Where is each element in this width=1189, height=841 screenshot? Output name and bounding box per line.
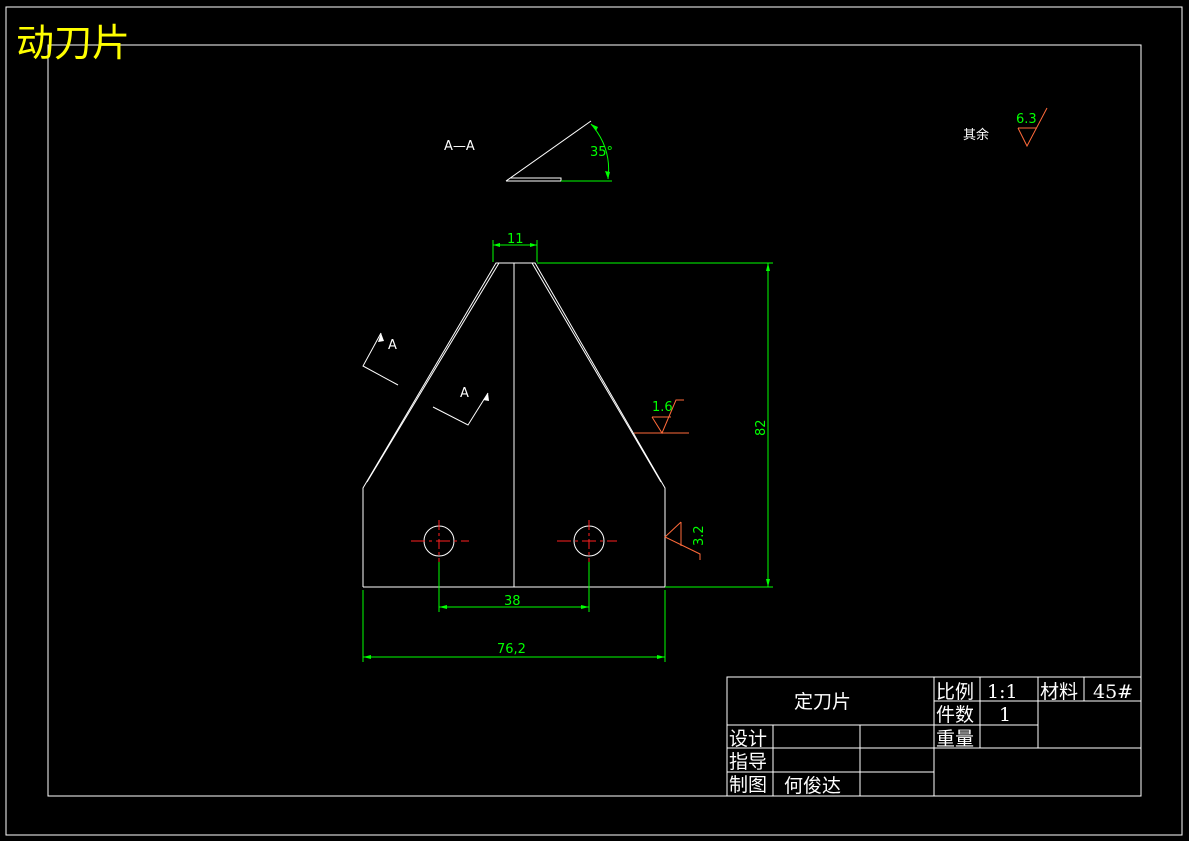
roughness-edge-value: 1.6 — [652, 400, 673, 415]
drawing-title: 动刀片 — [16, 21, 130, 65]
dim-hole-arrow-right — [581, 605, 589, 609]
section-marker-upper-arrow — [378, 333, 384, 342]
material-value: 45# — [1093, 681, 1133, 703]
roughness-side: 3.2 — [664, 521, 707, 560]
scale-value: 1:1 — [987, 681, 1018, 703]
section-bevel-line — [505, 120, 592, 182]
part-name: 定刀片 — [794, 691, 851, 713]
section-marker-upper-label: A — [388, 338, 397, 353]
inner-frame — [47, 44, 1142, 797]
section-marker-lower-label: A — [460, 386, 469, 401]
title-block: 定刀片 比例 1:1 材料 45# 件数 1 重量 设计 指导 制图 何俊达 — [726, 676, 1142, 797]
dim-bottom-arrow-right — [657, 655, 665, 659]
dim-height-arrow-bottom — [766, 579, 770, 587]
design-label: 设计 — [729, 728, 767, 750]
outer-border — [5, 6, 1183, 836]
dim-hole-spacing: 38 — [438, 562, 590, 612]
guide-label: 指导 — [729, 751, 767, 773]
section-marker-lower: A — [432, 386, 489, 426]
angle-arrow-top — [591, 124, 598, 131]
dim-height: 82 — [537, 262, 773, 588]
roughness-side-value: 3.2 — [692, 525, 707, 546]
section-label: A—A — [444, 139, 475, 154]
roughness-side-symbol — [664, 521, 701, 560]
quantity-value: 1 — [999, 704, 1011, 726]
quantity-label: 件数 — [936, 704, 974, 726]
roughness-remaining: 其余 6.3 — [963, 107, 1048, 148]
roughness-remaining-label: 其余 — [963, 127, 989, 143]
roughness-remaining-symbol — [1017, 107, 1048, 148]
drawer-name: 何俊达 — [784, 775, 841, 797]
section-view: A—A 35° — [444, 120, 613, 182]
right-bevel-edge — [531, 262, 662, 483]
weight-label: 重量 — [936, 728, 974, 750]
dim-top-width-label: 11 — [507, 232, 524, 247]
dim-height-label: 82 — [754, 419, 769, 436]
section-marker-upper-line — [362, 332, 399, 386]
roughness-remaining-value: 6.3 — [1016, 112, 1037, 127]
blade-outline — [362, 262, 666, 588]
dim-top-arrow-right — [530, 243, 537, 247]
section-inner-line — [510, 177, 562, 181]
left-bevel-edge — [366, 262, 500, 483]
angle-label: 35° — [590, 145, 613, 160]
roughness-edge: 1.6 — [634, 399, 689, 435]
dim-hole-arrow-left — [439, 605, 447, 609]
dim-hole-spacing-label: 38 — [504, 594, 521, 609]
section-marker-upper: A — [362, 332, 399, 386]
dim-top-arrow-left — [493, 243, 500, 247]
section-marker-lower-line — [432, 392, 489, 426]
material-label: 材料 — [1040, 681, 1078, 703]
dim-top-width: 11 — [492, 232, 538, 262]
scale-label: 比例 — [936, 681, 974, 703]
dim-height-arrow-top — [766, 263, 770, 271]
dim-bottom-arrow-left — [363, 655, 371, 659]
section-marker-lower-arrow — [483, 393, 489, 401]
dim-bottom-width-label: 76,2 — [497, 642, 526, 657]
draw-label: 制图 — [729, 774, 767, 796]
dim-bottom-width: 76,2 — [362, 590, 666, 662]
angle-arrow-bottom — [605, 171, 610, 179]
